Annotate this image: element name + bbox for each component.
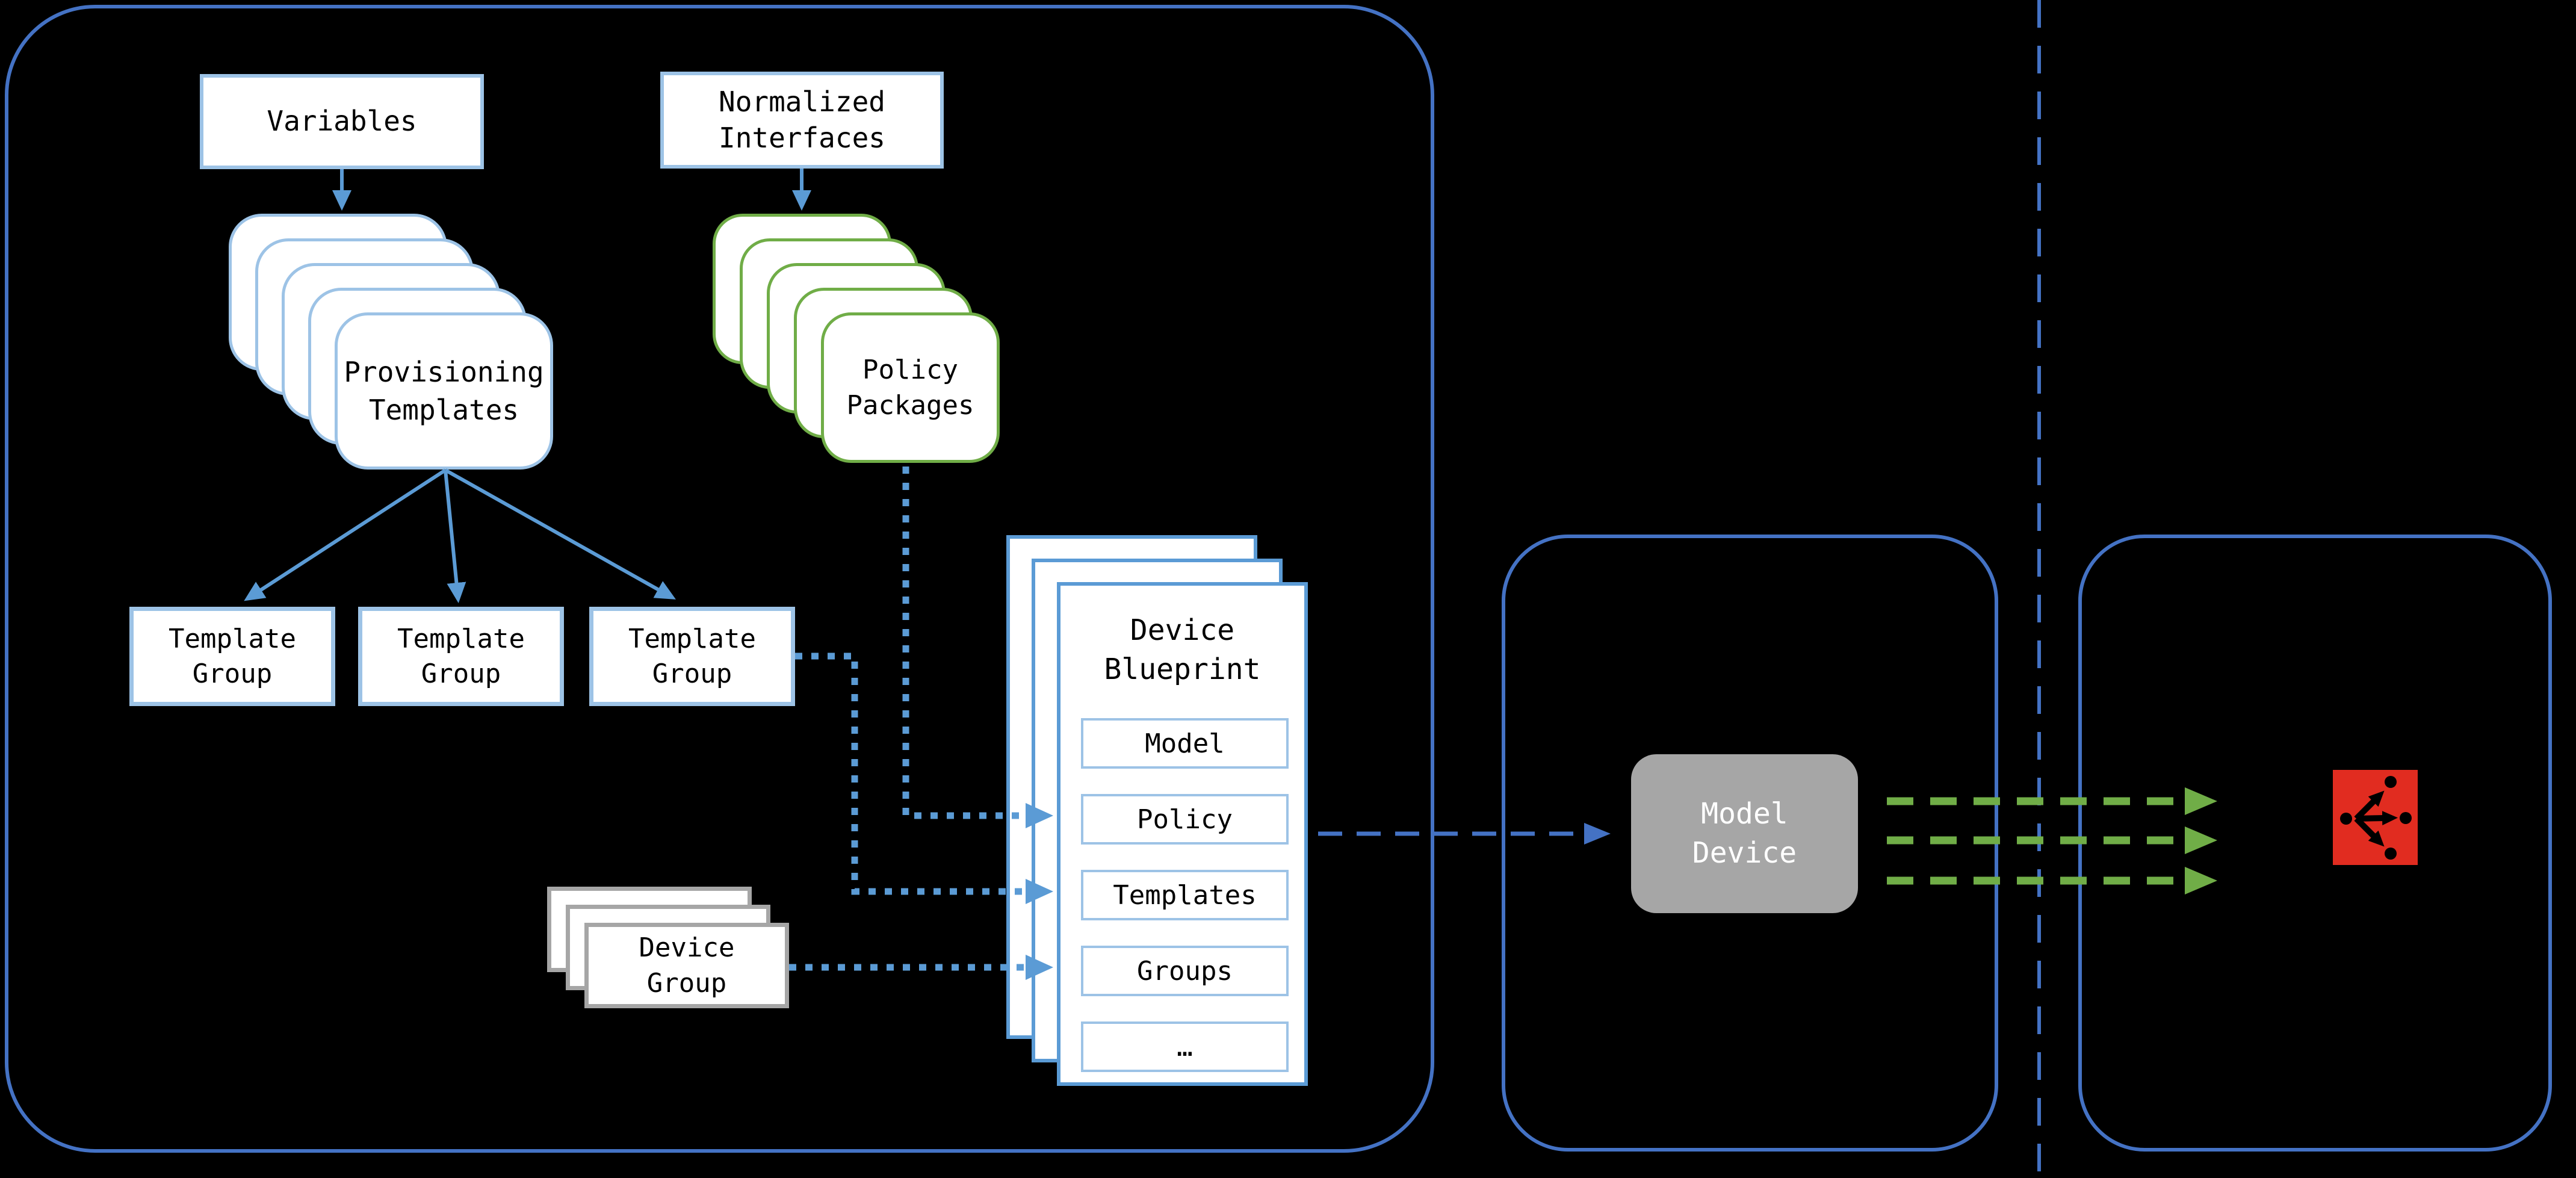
template-group-label: Template Group <box>169 624 296 689</box>
device-blueprint-front-card: Device Blueprint Model Policy Templates … <box>1057 582 1308 1086</box>
blueprint-field-templates: Templates <box>1081 870 1289 920</box>
design-container <box>5 5 1434 1153</box>
provisioning-templates-label: Provisioning Templates <box>344 356 544 426</box>
provisioning-templates-front-card: Provisioning Templates <box>335 312 553 470</box>
device-group-front-card: Device Group <box>584 923 789 1008</box>
blueprint-field-ellipsis-label: … <box>1177 1031 1193 1062</box>
normalized-interfaces-label: Normalized Interfaces <box>719 85 885 154</box>
normalized-interfaces-box: Normalized Interfaces <box>660 72 944 169</box>
model-device-label: Model Device <box>1692 797 1797 870</box>
blueprint-field-policy-label: Policy <box>1137 804 1233 835</box>
blueprint-field-groups-label: Groups <box>1137 955 1233 987</box>
variables-label: Variables <box>267 105 417 138</box>
template-group-label: Template Group <box>628 624 756 689</box>
blueprint-field-model: Model <box>1081 718 1289 769</box>
policy-packages-label: Policy Packages <box>846 354 974 421</box>
template-group-box: Template Group <box>358 607 564 706</box>
traffic-branch-icon <box>2333 770 2418 865</box>
deploy-container <box>2078 535 2552 1152</box>
model-device-box: Model Device <box>1631 754 1858 913</box>
template-group-label: Template Group <box>397 624 525 689</box>
variables-box: Variables <box>200 74 484 169</box>
traffic-branch-icon-glyph <box>2340 776 2412 860</box>
template-group-box: Template Group <box>589 607 795 706</box>
policy-packages-front-card: Policy Packages <box>821 312 1000 463</box>
template-group-box: Template Group <box>129 607 335 706</box>
device-blueprint-title: Device Blueprint <box>1104 613 1261 686</box>
blueprint-field-ellipsis: … <box>1081 1021 1289 1072</box>
blueprint-field-templates-label: Templates <box>1113 879 1257 911</box>
blueprint-field-groups: Groups <box>1081 946 1289 996</box>
device-group-label: Device Group <box>639 932 735 999</box>
blueprint-field-policy: Policy <box>1081 794 1289 845</box>
blueprint-field-model-label: Model <box>1145 728 1225 759</box>
